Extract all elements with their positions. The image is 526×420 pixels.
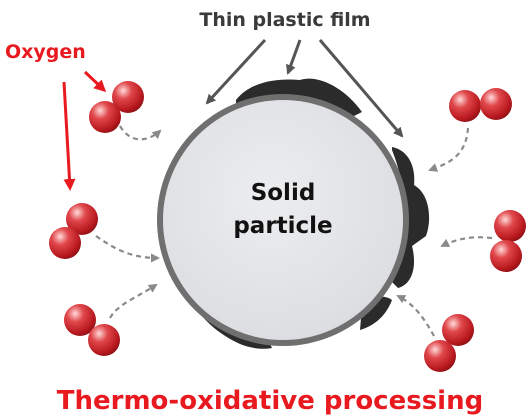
process-caption: Thermo-oxidative processing [57,386,483,416]
oxygen-molecule-icon [490,210,526,272]
particle-label-line1: Solid [251,180,316,206]
oxygen-label: Oxygen [5,41,86,63]
dashed-arrow-icon [428,127,470,172]
oxygen-molecule-icon [449,88,512,122]
dashed-arrow-icon [119,125,162,141]
film-pointer-arrows [205,38,404,138]
film-label: Thin plastic film [199,9,370,31]
oxygen-molecule-icon [64,304,120,356]
oxygen-arrow-long [62,81,76,191]
dashed-arrow-icon [396,295,435,337]
solid-particle: Solid particle [157,78,430,349]
film-arrow-left [205,38,267,105]
oxygen-molecule-icon [49,203,98,259]
oxygen-molecule-icon [89,81,144,133]
oxygen-arrow-short [83,70,107,93]
film-arrow-right [318,39,404,138]
dashed-arrow-icon [109,283,158,319]
film-arrow-center [286,39,302,75]
oxygen-molecule-icon [424,314,474,372]
dashed-arrow-icon [95,235,160,263]
particle-label-line2: particle [233,213,332,239]
dashed-arrow-icon [440,236,493,247]
